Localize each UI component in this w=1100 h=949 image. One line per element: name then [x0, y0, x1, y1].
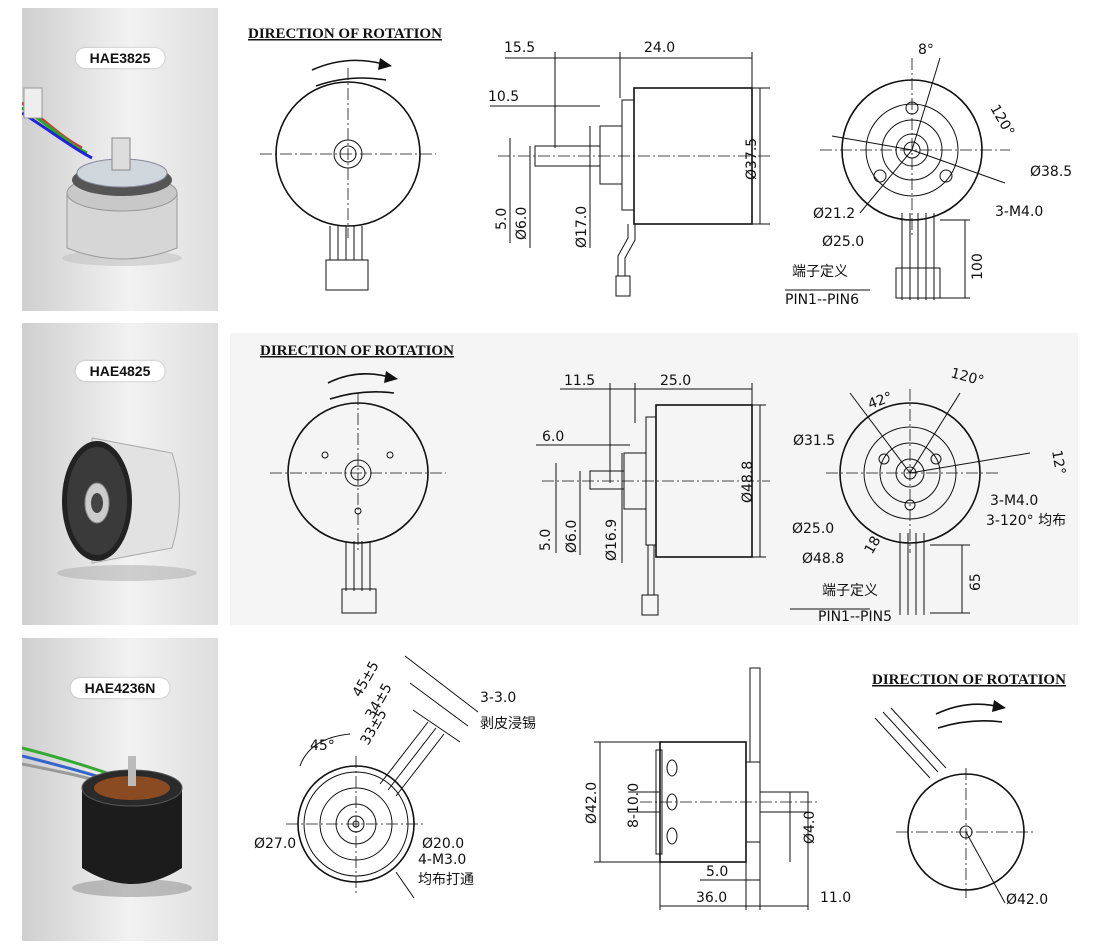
front-detail-view: [785, 57, 1010, 300]
front-leads-view: [286, 655, 479, 899]
dim-label: 24.0: [644, 40, 675, 56]
dim-label: Ø17.0: [574, 206, 590, 248]
dim-label: 120°: [987, 102, 1018, 139]
side-view: [594, 667, 820, 910]
dim-label: Ø37.5: [744, 138, 760, 180]
dim-label: 剥皮浸锡: [480, 716, 536, 732]
drawing-panel: 45±5 34±5 33±5 45° 3-3.0 剥皮浸锡 Ø27.0 Ø20.…: [230, 638, 1100, 941]
motor-row-hae4825: HAE4825 DIRECTION OF ROTATION: [0, 323, 1100, 625]
motor-image: [22, 746, 192, 897]
dim-label: 100: [970, 253, 986, 280]
dim-label: Ø6.0: [514, 207, 530, 240]
dim-label: 3-M4.0: [995, 204, 1043, 220]
rotation-arrow-icon: [935, 700, 1006, 729]
dim-label: 6.0: [542, 429, 564, 445]
front-outline-view: [270, 393, 446, 614]
pin-label-cn: 端子定义: [792, 264, 848, 280]
dim-label: 36.0: [696, 890, 727, 906]
dim-label: 3-M4.0: [990, 493, 1038, 509]
dim-label: Ø16.9: [604, 519, 620, 561]
dim-label: 8-10.0: [626, 783, 642, 828]
dim-label: Ø20.0: [422, 836, 464, 852]
dim-label: 3-3.0: [480, 690, 516, 706]
dim-label: 15.5: [504, 40, 535, 56]
dim-label: Ø38.5: [1030, 164, 1072, 180]
dim-label: 11.0: [820, 890, 851, 906]
motor-row-hae4236n: HAE4236N: [0, 638, 1100, 941]
dim-label: 25.0: [660, 373, 691, 389]
motor-image: [22, 87, 182, 266]
dim-label: Ø48.8: [802, 551, 844, 567]
dim-label: Ø4.0: [802, 811, 818, 844]
dim-label: Ø21.2: [813, 206, 855, 222]
direction-title: DIRECTION OF ROTATION: [260, 343, 454, 359]
drawing-panel: DIRECTION OF ROTATION: [230, 333, 1078, 625]
dim-label: 4-M3.0: [418, 852, 466, 868]
side-view: [536, 383, 770, 616]
dim-label: Ø25.0: [792, 521, 834, 537]
dim-label: 均布打通: [418, 871, 474, 888]
rotation-outline-view: [874, 707, 1036, 904]
pin-label: PIN1--PIN5: [818, 609, 892, 625]
model-badge: HAE4236N: [70, 678, 170, 698]
rotation-arrow-icon: [327, 371, 398, 400]
dim-label: Ø42.0: [1006, 892, 1048, 908]
dim-label: 10.5: [488, 89, 519, 105]
dim-label: Ø27.0: [254, 836, 296, 852]
dim-label: 11.5: [564, 373, 595, 389]
dim-label: 45°: [310, 738, 335, 754]
dim-label: 65: [968, 573, 984, 591]
dim-label: 12°: [1048, 449, 1068, 476]
dim-label: Ø25.0: [822, 234, 864, 250]
dim-label: Ø6.0: [564, 520, 580, 553]
dim-label: 120°: [949, 365, 986, 389]
model-badge: HAE3825: [75, 48, 165, 68]
dim-label: 5.0: [494, 208, 510, 230]
dim-label: 5.0: [706, 864, 728, 880]
dim-label: Ø31.5: [793, 433, 835, 449]
dim-label: 42°: [866, 389, 895, 413]
model-badge: HAE4825: [75, 361, 165, 381]
dim-label: 8°: [918, 42, 934, 58]
motor-photo: HAE4825: [22, 323, 218, 625]
dim-label: 18: [862, 534, 885, 557]
pin-label: PIN1--PIN6: [785, 292, 859, 308]
front-outline-view: [260, 68, 436, 291]
direction-title: DIRECTION OF ROTATION: [248, 26, 442, 42]
pin-label-cn: 端子定义: [822, 583, 878, 599]
drawing-panel: DIRECTION OF ROTATION: [230, 8, 1100, 311]
rotation-arrow-icon: [311, 58, 392, 87]
dim-label: 3-120° 均布: [986, 513, 1066, 529]
direction-title: DIRECTION OF ROTATION: [872, 672, 1066, 688]
dim-label: Ø48.8: [740, 461, 756, 503]
motor-photo: HAE4236N: [22, 638, 218, 941]
dim-label: 5.0: [538, 529, 554, 551]
motor-image: [57, 437, 197, 581]
motor-photo: HAE3825: [22, 8, 218, 311]
dim-label: Ø42.0: [584, 782, 600, 824]
side-view: [490, 52, 770, 297]
motor-row-hae3825: HAE3825 DIRECTION OF ROTATION: [0, 8, 1100, 311]
front-detail-view: [790, 389, 1031, 615]
